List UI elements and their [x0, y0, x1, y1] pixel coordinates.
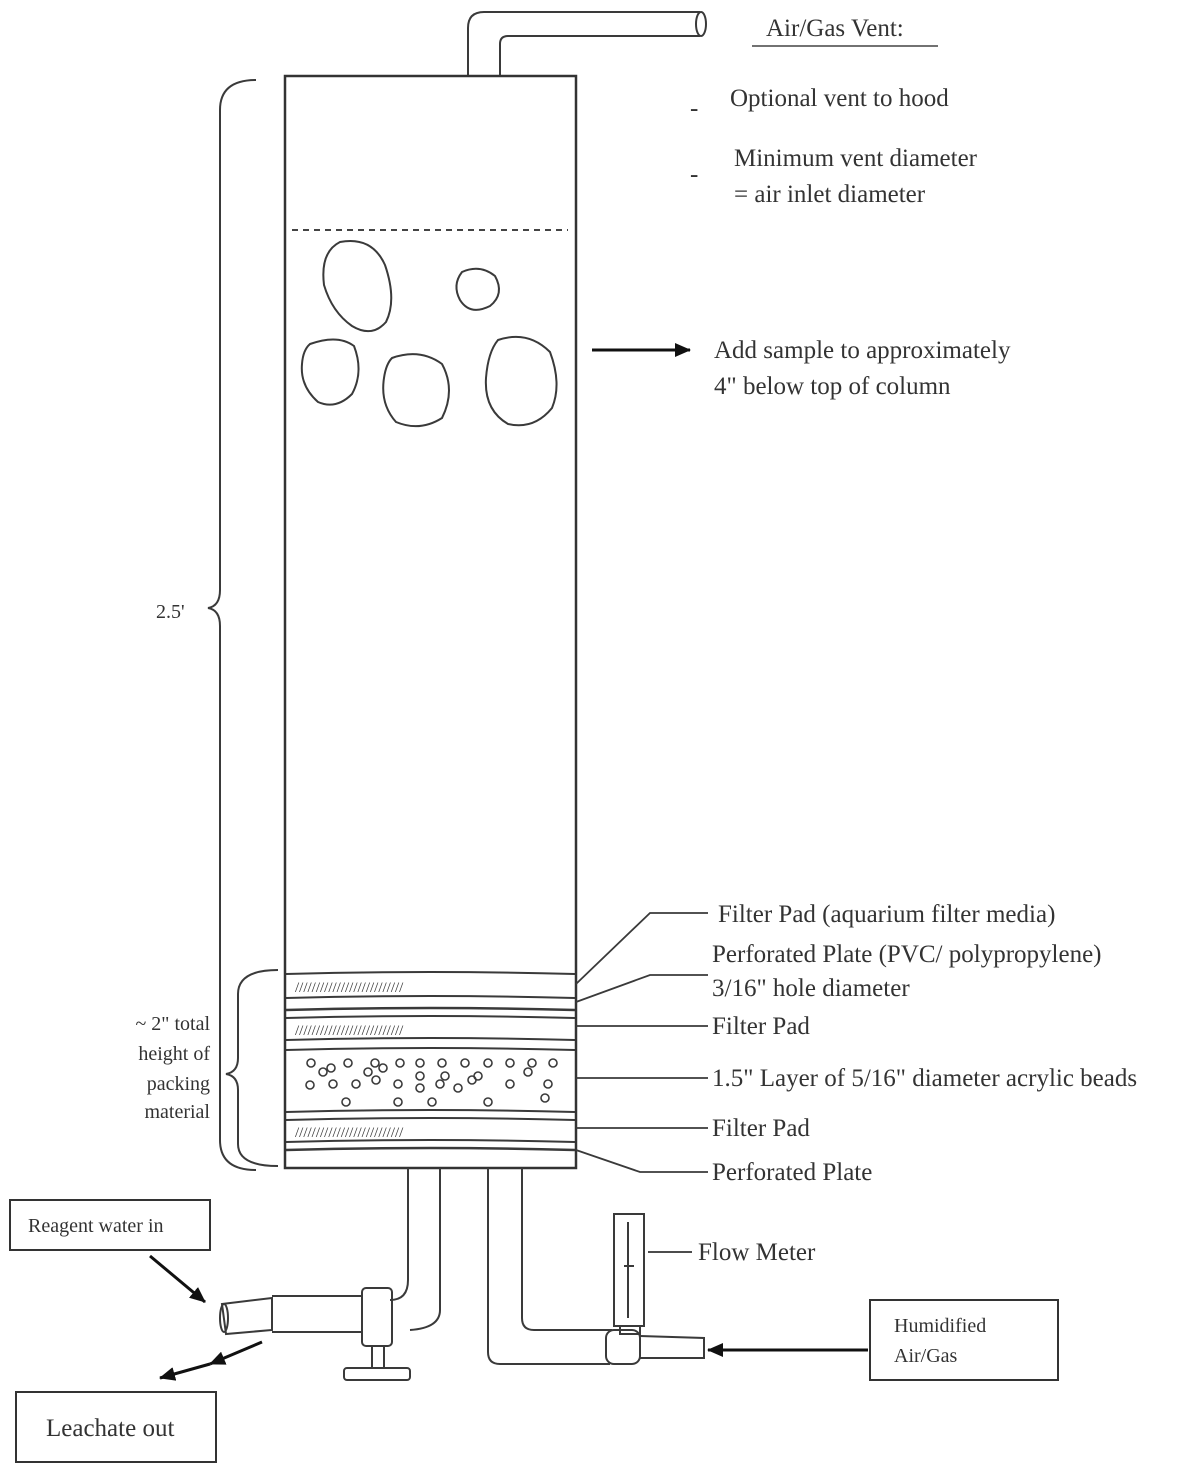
rock — [300, 338, 360, 406]
packing-layers: ////////////////////////// /////////////… — [285, 971, 576, 1152]
vent-note-diameter: Minimum vent diameter — [734, 145, 978, 172]
packing-brace — [225, 969, 279, 1167]
perforated-plate-top — [285, 1006, 576, 1012]
perforated-plate-hole-label: 3/16" hole diameter — [712, 975, 910, 1002]
layer-leader-lines — [575, 912, 708, 1173]
perforated-plate-top-label: Perforated Plate (PVC/ polypropylene) — [712, 941, 1102, 968]
packing-label: ~ 2" total height of packing material — [135, 1013, 210, 1123]
flow-meter-label: Flow Meter — [698, 1239, 816, 1266]
sample-note-2: 4" below top of column — [714, 373, 951, 400]
height-label: 2.5' — [156, 601, 185, 623]
packing-label-line: packing — [147, 1073, 210, 1095]
leachate-arrow-2 — [159, 1362, 211, 1381]
svg-text://////////////////////////: ////////////////////////// — [295, 1023, 404, 1039]
humidified-label-2: Air/Gas — [894, 1345, 958, 1367]
sample-note: Add sample to approximately — [714, 337, 1011, 364]
filter-pad-top: ////////////////////////// — [285, 971, 576, 999]
reagent-in-box — [9, 1199, 211, 1251]
packing-label-line: material — [144, 1101, 210, 1123]
humidified-air-box — [869, 1299, 1059, 1381]
height-brace — [207, 79, 257, 1171]
filter-pad-top-label: Filter Pad (aquarium filter media) — [718, 901, 1055, 928]
perforated-plate-bottom — [285, 1146, 576, 1152]
filter-pad-bottom: ////////////////////////// — [285, 1117, 576, 1143]
filter-pad-bottom-label: Filter Pad — [712, 1115, 810, 1142]
perforated-plate-bottom-label: Perforated Plate — [712, 1159, 872, 1186]
humidified-label-1: Humidified — [894, 1315, 986, 1337]
rock — [382, 353, 450, 428]
filter-pad-mid: ////////////////////////// — [285, 1015, 576, 1041]
vent-pipe — [467, 11, 707, 76]
rock — [484, 336, 558, 427]
leachate-arrow-1 — [209, 1340, 263, 1366]
filter-pad-mid-label: Filter Pad — [712, 1013, 810, 1040]
reagent-in-arrow — [149, 1254, 206, 1304]
leachate-out-label: Leachate out — [46, 1415, 174, 1442]
vent-title: Air/Gas Vent: — [766, 15, 904, 42]
beads-label: 1.5" Layer of 5/16" diameter acrylic bea… — [712, 1065, 1137, 1092]
vent-note-bullet: - — [690, 161, 698, 188]
air-inlet-piping — [487, 1168, 705, 1365]
vent-note-bullet: - — [690, 95, 698, 122]
packing-label-line: height of — [138, 1043, 210, 1065]
rock — [322, 240, 393, 333]
svg-text://////////////////////////: ////////////////////////// — [295, 980, 404, 996]
vent-note-diameter-2: = air inlet diameter — [734, 181, 926, 208]
leachate-out-box — [15, 1391, 217, 1463]
sample-rocks — [300, 240, 558, 428]
flow-meter — [613, 1213, 645, 1335]
drain-piping — [219, 1168, 441, 1381]
column-body — [283, 74, 578, 1170]
acrylic-beads — [285, 1047, 576, 1113]
rock — [455, 267, 500, 311]
packing-label-line: ~ 2" total — [135, 1013, 210, 1035]
reagent-in-label: Reagent water in — [28, 1215, 164, 1237]
vent-note-hood: Optional vent to hood — [730, 85, 949, 112]
svg-text://////////////////////////: ////////////////////////// — [295, 1125, 404, 1141]
